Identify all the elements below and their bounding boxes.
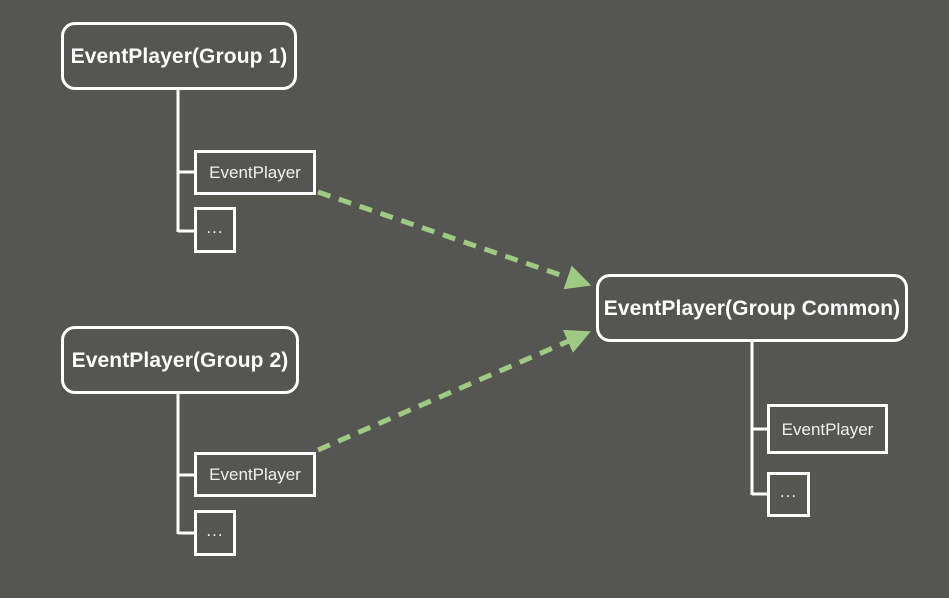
node-event-player-group-common[interactable]: EventPlayer(Group Common) [596, 274, 908, 342]
node-common-event-player[interactable]: EventPlayer [767, 404, 888, 454]
node-event-player-group-1[interactable]: EventPlayer(Group 1) [61, 22, 297, 90]
node-group2-event-player[interactable]: EventPlayer [194, 452, 316, 497]
node-label: EventPlayer(Group 2) [71, 348, 289, 372]
node-label: ... [206, 520, 224, 540]
tree-connector-group1 [176, 90, 194, 233]
node-label: EventPlayer(Group 1) [70, 44, 288, 68]
reference-arrow-group1-to-common [317, 189, 592, 290]
node-label: EventPlayer(Group Common) [603, 296, 901, 320]
tree-connector-group2 [176, 394, 194, 535]
node-common-more[interactable]: ... [767, 472, 810, 517]
node-label: EventPlayer [781, 419, 874, 439]
node-group1-more[interactable]: ... [194, 207, 236, 253]
node-event-player-group-2[interactable]: EventPlayer(Group 2) [61, 326, 299, 394]
node-group2-more[interactable]: ... [194, 510, 236, 556]
node-label: EventPlayer [209, 465, 301, 484]
node-label: ... [206, 217, 224, 237]
reference-arrow-group2-to-common [317, 329, 591, 453]
node-label: ... [779, 482, 798, 501]
node-label: EventPlayer [209, 163, 301, 182]
tree-connector-group-common [750, 342, 767, 496]
node-group1-event-player[interactable]: EventPlayer [194, 150, 316, 195]
